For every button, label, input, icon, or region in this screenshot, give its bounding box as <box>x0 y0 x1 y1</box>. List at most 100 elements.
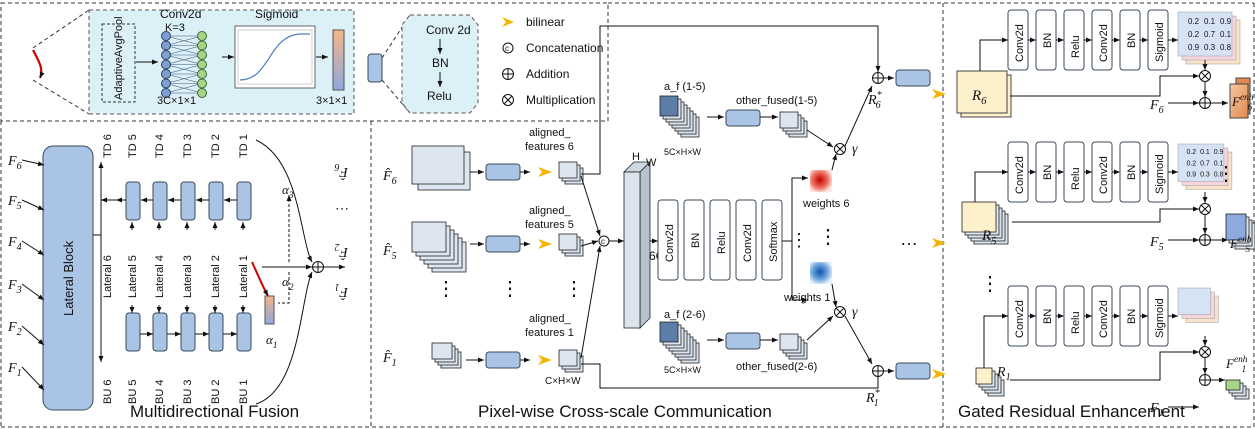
pixel-title: Pixel-wise Cross-scale Communication <box>478 402 772 421</box>
bu-label-5: BU 5 <box>127 380 139 404</box>
neuron-out <box>197 69 207 79</box>
aligned-1a: aligned_ <box>529 313 571 325</box>
seq-label-4: Softmax <box>768 221 780 262</box>
enh1-stack <box>1225 379 1250 400</box>
gated-seq-label-5-2: Relu <box>1070 167 1082 190</box>
bilinear-arrow-icon <box>502 17 514 27</box>
gated-title: Gated Residual Enhancement <box>958 402 1185 421</box>
neuron-out <box>197 88 207 98</box>
fusion-input-arrow <box>21 325 45 346</box>
r5-symbol: R5 <box>981 228 997 247</box>
bu-block-2 <box>208 312 224 352</box>
grid-val: 0.3 <box>1200 171 1210 178</box>
dots-a: ⋮ <box>436 278 456 300</box>
alpha-weight-bar <box>264 295 275 325</box>
r1-stack <box>975 367 1005 397</box>
enh6-front <box>1229 83 1249 119</box>
af-bot-block <box>725 332 761 350</box>
seq-label-3: Conv2d <box>742 224 754 262</box>
grid-val: 0.2 <box>1188 30 1200 39</box>
grid-val: 0.8 <box>1214 171 1224 178</box>
grid-val: 0.9 <box>1214 149 1224 156</box>
times-b <box>835 144 845 154</box>
alpha-2: α2 <box>282 274 294 293</box>
r1-block <box>895 362 931 380</box>
seq-box-4 <box>761 199 783 281</box>
conv-block-5 <box>485 235 521 253</box>
neuron-in <box>161 88 171 98</box>
concat-in-6 <box>580 175 601 237</box>
aligned-dims: C×H×W <box>545 376 581 387</box>
other-top-label: other_fused(1-5) <box>736 95 817 107</box>
r6-up <box>979 37 1008 71</box>
gated-seq-label-6-4: BN <box>1126 33 1138 48</box>
other-bot-label: other_fused(2-6) <box>736 361 817 373</box>
multidirectional-fusion-panel: Lateral Block Multidirectional Fusion F6… <box>7 134 349 421</box>
gated-seq-label-1-2: Relu <box>1070 311 1082 334</box>
multiplication-icon <box>502 94 514 106</box>
bilinear-r5 <box>932 238 946 248</box>
legend-addition: Addition <box>526 67 569 81</box>
neuron-in <box>161 40 171 51</box>
bu-block-1 <box>236 312 252 352</box>
other-top-stack <box>779 111 808 138</box>
stack-layer <box>779 111 799 129</box>
af-top-block <box>725 109 761 127</box>
gate-mul-6 <box>1199 70 1211 82</box>
gated-seq-label-5-0: Conv2d <box>1014 156 1026 194</box>
gated-seq-label-1-1: BN <box>1042 309 1054 324</box>
neuron-link <box>165 73 203 84</box>
stack-layer <box>558 161 578 179</box>
gated-seq-label-5-1: BN <box>1042 165 1054 180</box>
r6-star: R*6 <box>867 90 883 111</box>
fusion-input-6: F6 <box>7 154 22 172</box>
bilinear-5 <box>538 239 552 249</box>
lateral-label-4: Lateral 4 <box>154 255 166 298</box>
neuron-in <box>161 50 171 60</box>
attention-kernel-label: K=3 <box>165 22 185 34</box>
grid-val: 0.7 <box>1200 160 1210 167</box>
td-block-3 <box>180 181 196 221</box>
bilinear-6 <box>538 167 552 177</box>
pool-box <box>101 23 136 103</box>
td-curve <box>255 139 313 263</box>
concat-in-1 <box>580 245 602 359</box>
feature-6-stack <box>411 145 471 191</box>
alpha-dash <box>278 272 290 304</box>
af-top-dim: 5C×H×W <box>664 147 702 157</box>
gate-add-6 <box>1199 97 1211 109</box>
neuron-link <box>165 45 203 56</box>
bilinear-r6 <box>932 89 946 99</box>
bu-block-5 <box>125 312 141 352</box>
w6-to-mul <box>831 153 837 171</box>
concat-in-5 <box>580 240 599 247</box>
seq-to-w1 <box>791 241 808 303</box>
add-r6 <box>872 72 884 84</box>
af-bot-stack <box>659 321 700 364</box>
seq-dots: ⋮ <box>790 230 808 250</box>
stack-layer <box>659 95 679 117</box>
seq-label-0: Conv2d <box>664 224 676 262</box>
pixel-cross-scale-panel: Pixel-wise Cross-scale Communication F̂6… <box>382 25 946 421</box>
f5-symbol: F5 <box>1149 235 1164 253</box>
r5-up <box>974 169 1008 202</box>
stack-layer <box>431 342 453 360</box>
fusion-input-arrow <box>21 366 45 391</box>
grid-val: 0.8 <box>1220 43 1232 52</box>
pixel-input-1: F̂1 <box>382 350 397 369</box>
attention-output-bar <box>332 29 345 91</box>
pool-label: AdaptiveAvgPool <box>113 16 125 100</box>
bilinear-1 <box>538 355 552 365</box>
aligned-5b: features 5 <box>525 219 574 231</box>
times-b <box>1200 347 1210 357</box>
aligned-6-stack <box>558 161 584 185</box>
conv-block-icon <box>367 53 383 83</box>
seq-box-3 <box>735 199 757 281</box>
big-h: H <box>632 151 640 163</box>
td-block-2 <box>208 181 224 221</box>
bu-label-6: BU 6 <box>102 380 114 404</box>
concat-icon <box>502 42 514 54</box>
other-bot-to-mul <box>806 315 834 341</box>
